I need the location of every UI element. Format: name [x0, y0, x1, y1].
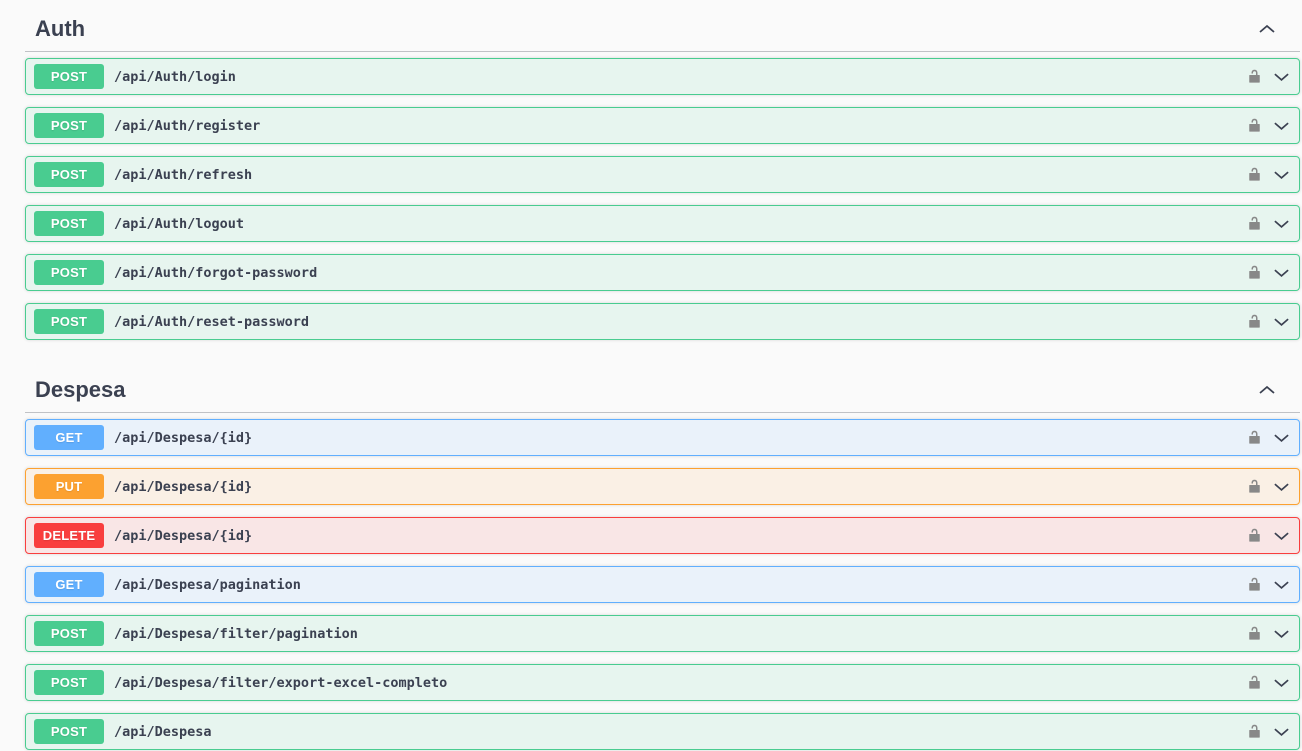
opblock-list: POST /api/Auth/login POST /api/Auth/regi… — [25, 52, 1300, 340]
unlocked-padlock-icon[interactable] — [1247, 429, 1262, 446]
http-method-badge: POST — [34, 64, 104, 89]
chevron-down-icon[interactable] — [1273, 531, 1290, 541]
endpoint-row[interactable]: POST /api/Auth/reset-password — [25, 303, 1300, 340]
chevron-down-icon[interactable] — [1273, 170, 1290, 180]
endpoint-row[interactable]: PUT /api/Despesa/{id} — [25, 468, 1300, 505]
unlocked-padlock-icon[interactable] — [1247, 215, 1262, 232]
endpoint-row[interactable]: POST /api/Despesa — [25, 713, 1300, 750]
endpoint-path: /api/Auth/register — [114, 117, 261, 134]
endpoint-row[interactable]: POST /api/Auth/logout — [25, 205, 1300, 242]
unlocked-padlock-icon[interactable] — [1247, 625, 1262, 642]
endpoint-path: /api/Despesa/filter/pagination — [114, 625, 358, 642]
unlocked-padlock-icon[interactable] — [1247, 117, 1262, 134]
chevron-down-icon[interactable] — [1273, 629, 1290, 639]
endpoint-path: /api/Despesa/filter/export-excel-complet… — [114, 674, 448, 691]
unlocked-padlock-icon[interactable] — [1247, 264, 1262, 281]
endpoint-path: /api/Despesa — [114, 723, 212, 740]
endpoint-path: /api/Auth/refresh — [114, 166, 253, 183]
http-method-badge: PUT — [34, 474, 104, 499]
http-method-badge: POST — [34, 719, 104, 744]
api-doc-wrapper: Auth POST /api/Auth/login POST /api/Auth… — [25, 0, 1300, 750]
chevron-down-icon[interactable] — [1273, 678, 1290, 688]
unlocked-padlock-icon[interactable] — [1247, 576, 1262, 593]
chevron-down-icon[interactable] — [1273, 72, 1290, 82]
endpoint-path: /api/Auth/reset-password — [114, 313, 310, 330]
unlocked-padlock-icon[interactable] — [1247, 68, 1262, 85]
endpoint-row[interactable]: GET /api/Despesa/pagination — [25, 566, 1300, 603]
endpoint-path: /api/Auth/logout — [114, 215, 245, 232]
endpoint-path: /api/Auth/forgot-password — [114, 264, 318, 281]
http-method-badge: POST — [34, 211, 104, 236]
unlocked-padlock-icon[interactable] — [1247, 478, 1262, 495]
endpoint-path: /api/Auth/login — [114, 68, 236, 85]
http-method-badge: POST — [34, 670, 104, 695]
chevron-up-icon[interactable] — [1258, 24, 1276, 34]
endpoint-row[interactable]: POST /api/Despesa/filter/pagination — [25, 615, 1300, 652]
chevron-down-icon[interactable] — [1273, 317, 1290, 327]
tag-title: Despesa — [35, 377, 126, 402]
chevron-down-icon[interactable] — [1273, 121, 1290, 131]
chevron-down-icon[interactable] — [1273, 482, 1290, 492]
http-method-badge: POST — [34, 621, 104, 646]
unlocked-padlock-icon[interactable] — [1247, 527, 1262, 544]
endpoint-row[interactable]: POST /api/Auth/register — [25, 107, 1300, 144]
endpoint-row[interactable]: POST /api/Auth/forgot-password — [25, 254, 1300, 291]
unlocked-padlock-icon[interactable] — [1247, 674, 1262, 691]
chevron-down-icon[interactable] — [1273, 580, 1290, 590]
endpoint-path: /api/Despesa/{id} — [114, 429, 253, 446]
tag-section-despesa: Despesa GET /api/Despesa/{id} PUT /api/D… — [25, 352, 1300, 750]
tag-section-auth: Auth POST /api/Auth/login POST /api/Auth… — [25, 0, 1300, 340]
endpoint-path: /api/Despesa/{id} — [114, 478, 253, 495]
chevron-down-icon[interactable] — [1273, 268, 1290, 278]
chevron-down-icon[interactable] — [1273, 727, 1290, 737]
endpoint-row[interactable]: POST /api/Auth/login — [25, 58, 1300, 95]
tag-title: Auth — [35, 16, 86, 41]
http-method-badge: POST — [34, 309, 104, 334]
chevron-down-icon[interactable] — [1273, 433, 1290, 443]
chevron-up-icon[interactable] — [1258, 385, 1276, 395]
http-method-badge: POST — [34, 162, 104, 187]
endpoint-row[interactable]: GET /api/Despesa/{id} — [25, 419, 1300, 456]
opblock-list: GET /api/Despesa/{id} PUT /api/Despesa/{… — [25, 413, 1300, 750]
tag-header-despesa[interactable]: Despesa — [25, 352, 1300, 413]
unlocked-padlock-icon[interactable] — [1247, 313, 1262, 330]
endpoint-path: /api/Despesa/pagination — [114, 576, 301, 593]
chevron-down-icon[interactable] — [1273, 219, 1290, 229]
unlocked-padlock-icon[interactable] — [1247, 723, 1262, 740]
http-method-badge: GET — [34, 425, 104, 450]
unlocked-padlock-icon[interactable] — [1247, 166, 1262, 183]
endpoint-path: /api/Despesa/{id} — [114, 527, 253, 544]
tag-header-auth[interactable]: Auth — [25, 0, 1300, 52]
http-method-badge: POST — [34, 260, 104, 285]
endpoint-row[interactable]: POST /api/Auth/refresh — [25, 156, 1300, 193]
endpoint-row[interactable]: POST /api/Despesa/filter/export-excel-co… — [25, 664, 1300, 701]
http-method-badge: DELETE — [34, 523, 104, 548]
endpoint-row[interactable]: DELETE /api/Despesa/{id} — [25, 517, 1300, 554]
http-method-badge: GET — [34, 572, 104, 597]
http-method-badge: POST — [34, 113, 104, 138]
